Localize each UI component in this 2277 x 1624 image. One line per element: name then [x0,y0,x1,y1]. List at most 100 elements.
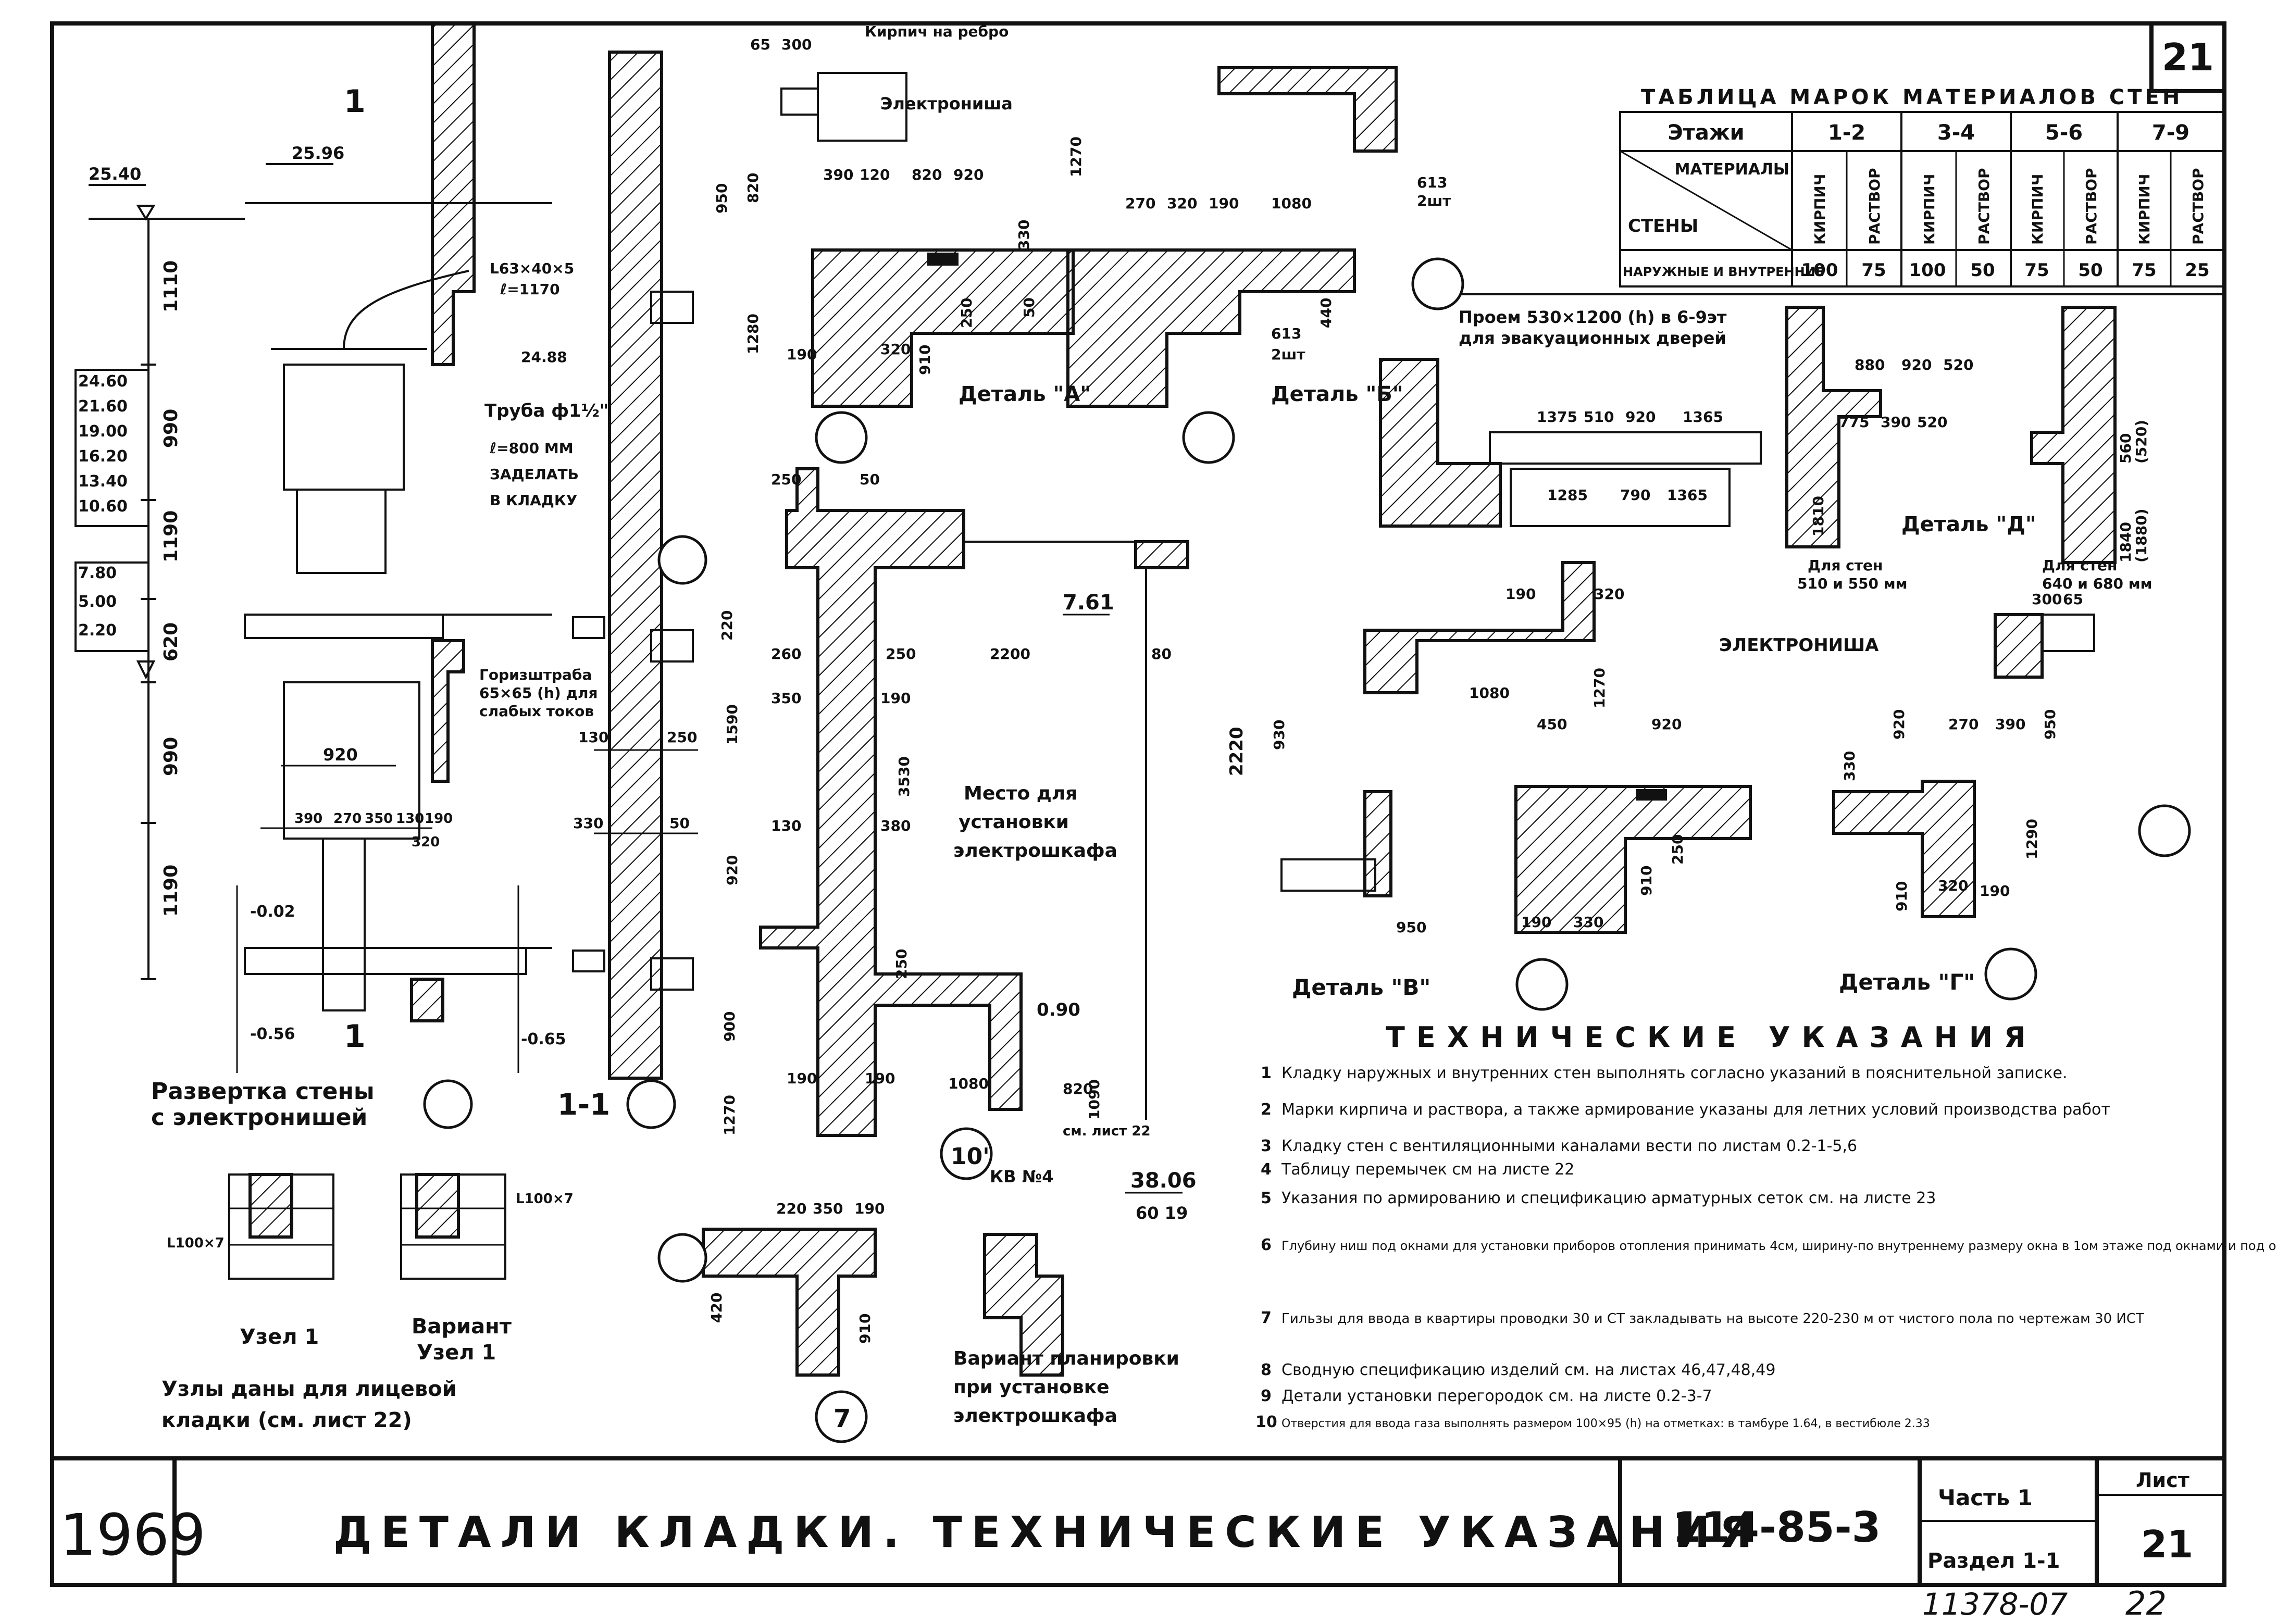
opening-note-2: для эвакуационных дверей [1459,328,1726,348]
mark-25-40: 25.40 [89,164,141,184]
axis-bubble-10 [940,1127,993,1180]
b-note-2sht-top: 2шт [1417,192,1451,209]
tech-note-9-num: 9 [1261,1387,1272,1405]
plan-dim-350b: 350 [813,1200,843,1217]
plan-dim-250: 250 [886,645,916,663]
node-variant-label: Вариант [412,1315,512,1339]
a-electroniche: Электрониша [880,94,1013,114]
plan-dim-1590: 1590 [724,704,741,745]
plan-dim-0-90: 0.90 [1037,1000,1080,1020]
axis-bubble-section-bottom [626,1079,676,1129]
plan-ref: КВ №4 [990,1167,1053,1186]
a-dim-320: 320 [880,341,911,358]
title-code: 114-85-3 [1672,1503,1881,1552]
b-dim-320: 320 [1167,195,1197,212]
axis-bubble-7 [815,1390,868,1443]
a-dim-50: 50 [1021,297,1038,318]
a-brick-on-edge: Кирпич на ребро [865,23,1009,40]
d-dim-790: 790 [1620,486,1650,504]
a-dim-920: 920 [953,166,984,183]
plan-dim-910: 910 [856,1314,874,1344]
title-sheet-label: Лист [2136,1469,2189,1492]
v-electroniche: ЭЛЕКТРОНИША [1719,635,1879,656]
g-dim-950: 950 [2042,709,2059,740]
tech-note-2: Марки кирпича и раствора, а также армиро… [1281,1101,2110,1119]
sub-header-brick-2: КИРПИЧ [1921,174,1938,245]
floor-group-7-9: 7-9 [2152,121,2189,145]
b-note-513-top: 613 [1417,174,1447,191]
mark-7-80: 7.80 [78,564,117,582]
elev-dim-1190a: 1190 [160,510,182,563]
b-dim-270: 270 [1125,195,1155,212]
plan-place-2: установки [959,811,1069,833]
plan-variant-2: при установке [953,1377,1110,1398]
outer-frame [50,21,2226,1587]
sect-dim-330: 330 [573,815,603,832]
elev-dim-990b: 990 [160,737,182,776]
elev-dim-1110: 1110 [160,260,182,313]
axis-bubble-elevation [423,1079,473,1129]
tech-note-10: Отверстия для ввода газа выполнять разме… [1281,1417,1930,1430]
b-dim-440: 440 [1317,298,1335,328]
d-dim-560: 560 [2117,433,2134,464]
floor-group-5-6: 5-6 [2045,121,2083,145]
plan-area-2: 38.06 [1130,1169,1197,1193]
plan-dim-900: 900 [721,1011,738,1042]
mark-24-88: 24.88 [521,348,567,366]
plan-variant-3: электрошкафа [953,1405,1117,1427]
nodes-note-1: Узлы даны для лицевой [161,1377,457,1401]
axis-bubble-plan-left [657,1233,707,1283]
sub-header-brick-1: КИРПИЧ [1811,174,1828,245]
b-note-513-bottom: 613 [1271,325,1301,342]
plan-dim-220b: 220 [776,1200,806,1217]
g-dim-300: 300 [2032,591,2062,608]
section-1-1: 130 250 330 50 1-1 [557,51,707,1129]
tech-note-7: Гильзы для ввода в квартиры проводки 30 … [1281,1311,2144,1327]
b-dim-190: 190 [1209,195,1239,212]
plan-dim-190: 190 [880,690,911,707]
g-dim-320: 320 [1938,877,1968,894]
v-dim-1080: 1080 [1469,684,1510,702]
tech-note-2-num: 2 [1261,1101,1272,1119]
sub-header-brick-4: КИРПИЧ [2136,174,2153,245]
plan-dim-190c: 190 [865,1070,895,1087]
elev-dim-190: 190 [425,811,453,827]
elev-dim-990a: 990 [160,409,182,448]
section-title: 1-1 [557,1088,610,1122]
mark-13-40: 13.40 [78,472,128,491]
elev-dim-320: 320 [412,834,440,850]
plan-dim-2200: 2200 [990,645,1030,663]
detail-b: 270 320 190 1080 613 2шт 613 2шт 440 Дет… [1066,66,1464,464]
mark-24-60: 24.60 [78,372,128,391]
value-mortar-3-4: 50 [1970,260,1995,281]
masonry-nodes: L100×7 L100×7 Узел 1 Вариант Узел 1 Узлы… [161,1173,574,1432]
d-dim-1365: 1365 [1667,486,1708,504]
value-mortar-5-6: 50 [2078,260,2102,281]
title-section: Раздел 1-1 [1927,1549,2060,1573]
sect-dim-50: 50 [669,815,690,832]
elev-dim-270: 270 [333,811,362,827]
value-brick-5-6: 75 [2024,260,2049,281]
title-year: 1969 [60,1502,206,1568]
plan-room-area: 7.61 [1063,591,1114,615]
g-dim-330: 330 [1841,751,1858,781]
note-pipe-length: ℓ=800 ММ [489,440,574,457]
stamp-archive-number: 11378-07 [1922,1586,2068,1622]
detail-d: Проем 530×1200 (h) в 6-9эт для эвакуацио… [1379,306,2152,592]
axis-bubble-detail-b [1182,411,1235,464]
d-dim-1375: 1375 [1537,408,1577,426]
value-mortar-1-2: 75 [1861,260,1886,281]
axis-bubble-detail-v [1515,958,1569,1011]
tech-note-3: Кладку стен с вентиляционными каналами в… [1281,1137,1857,1155]
elev-dim-390: 390 [294,811,322,827]
node-angle-right: L100×7 [516,1191,574,1207]
node-angle-left: L100×7 [167,1235,225,1251]
technical-notes: ТЕХНИЧЕСКИЕ УКАЗАНИЯ 1 Кладку наружных и… [1255,1021,2277,1431]
tech-note-8-num: 8 [1261,1361,1272,1379]
g-dim-65: 65 [2063,591,2083,608]
plan-dim-820: 820 [1063,1080,1093,1097]
a-dim-120: 120 [860,166,890,183]
a-dim-820: 820 [912,166,942,183]
d-dim-520: 520 [1943,356,1973,373]
g-dim-190: 190 [1980,882,2010,900]
